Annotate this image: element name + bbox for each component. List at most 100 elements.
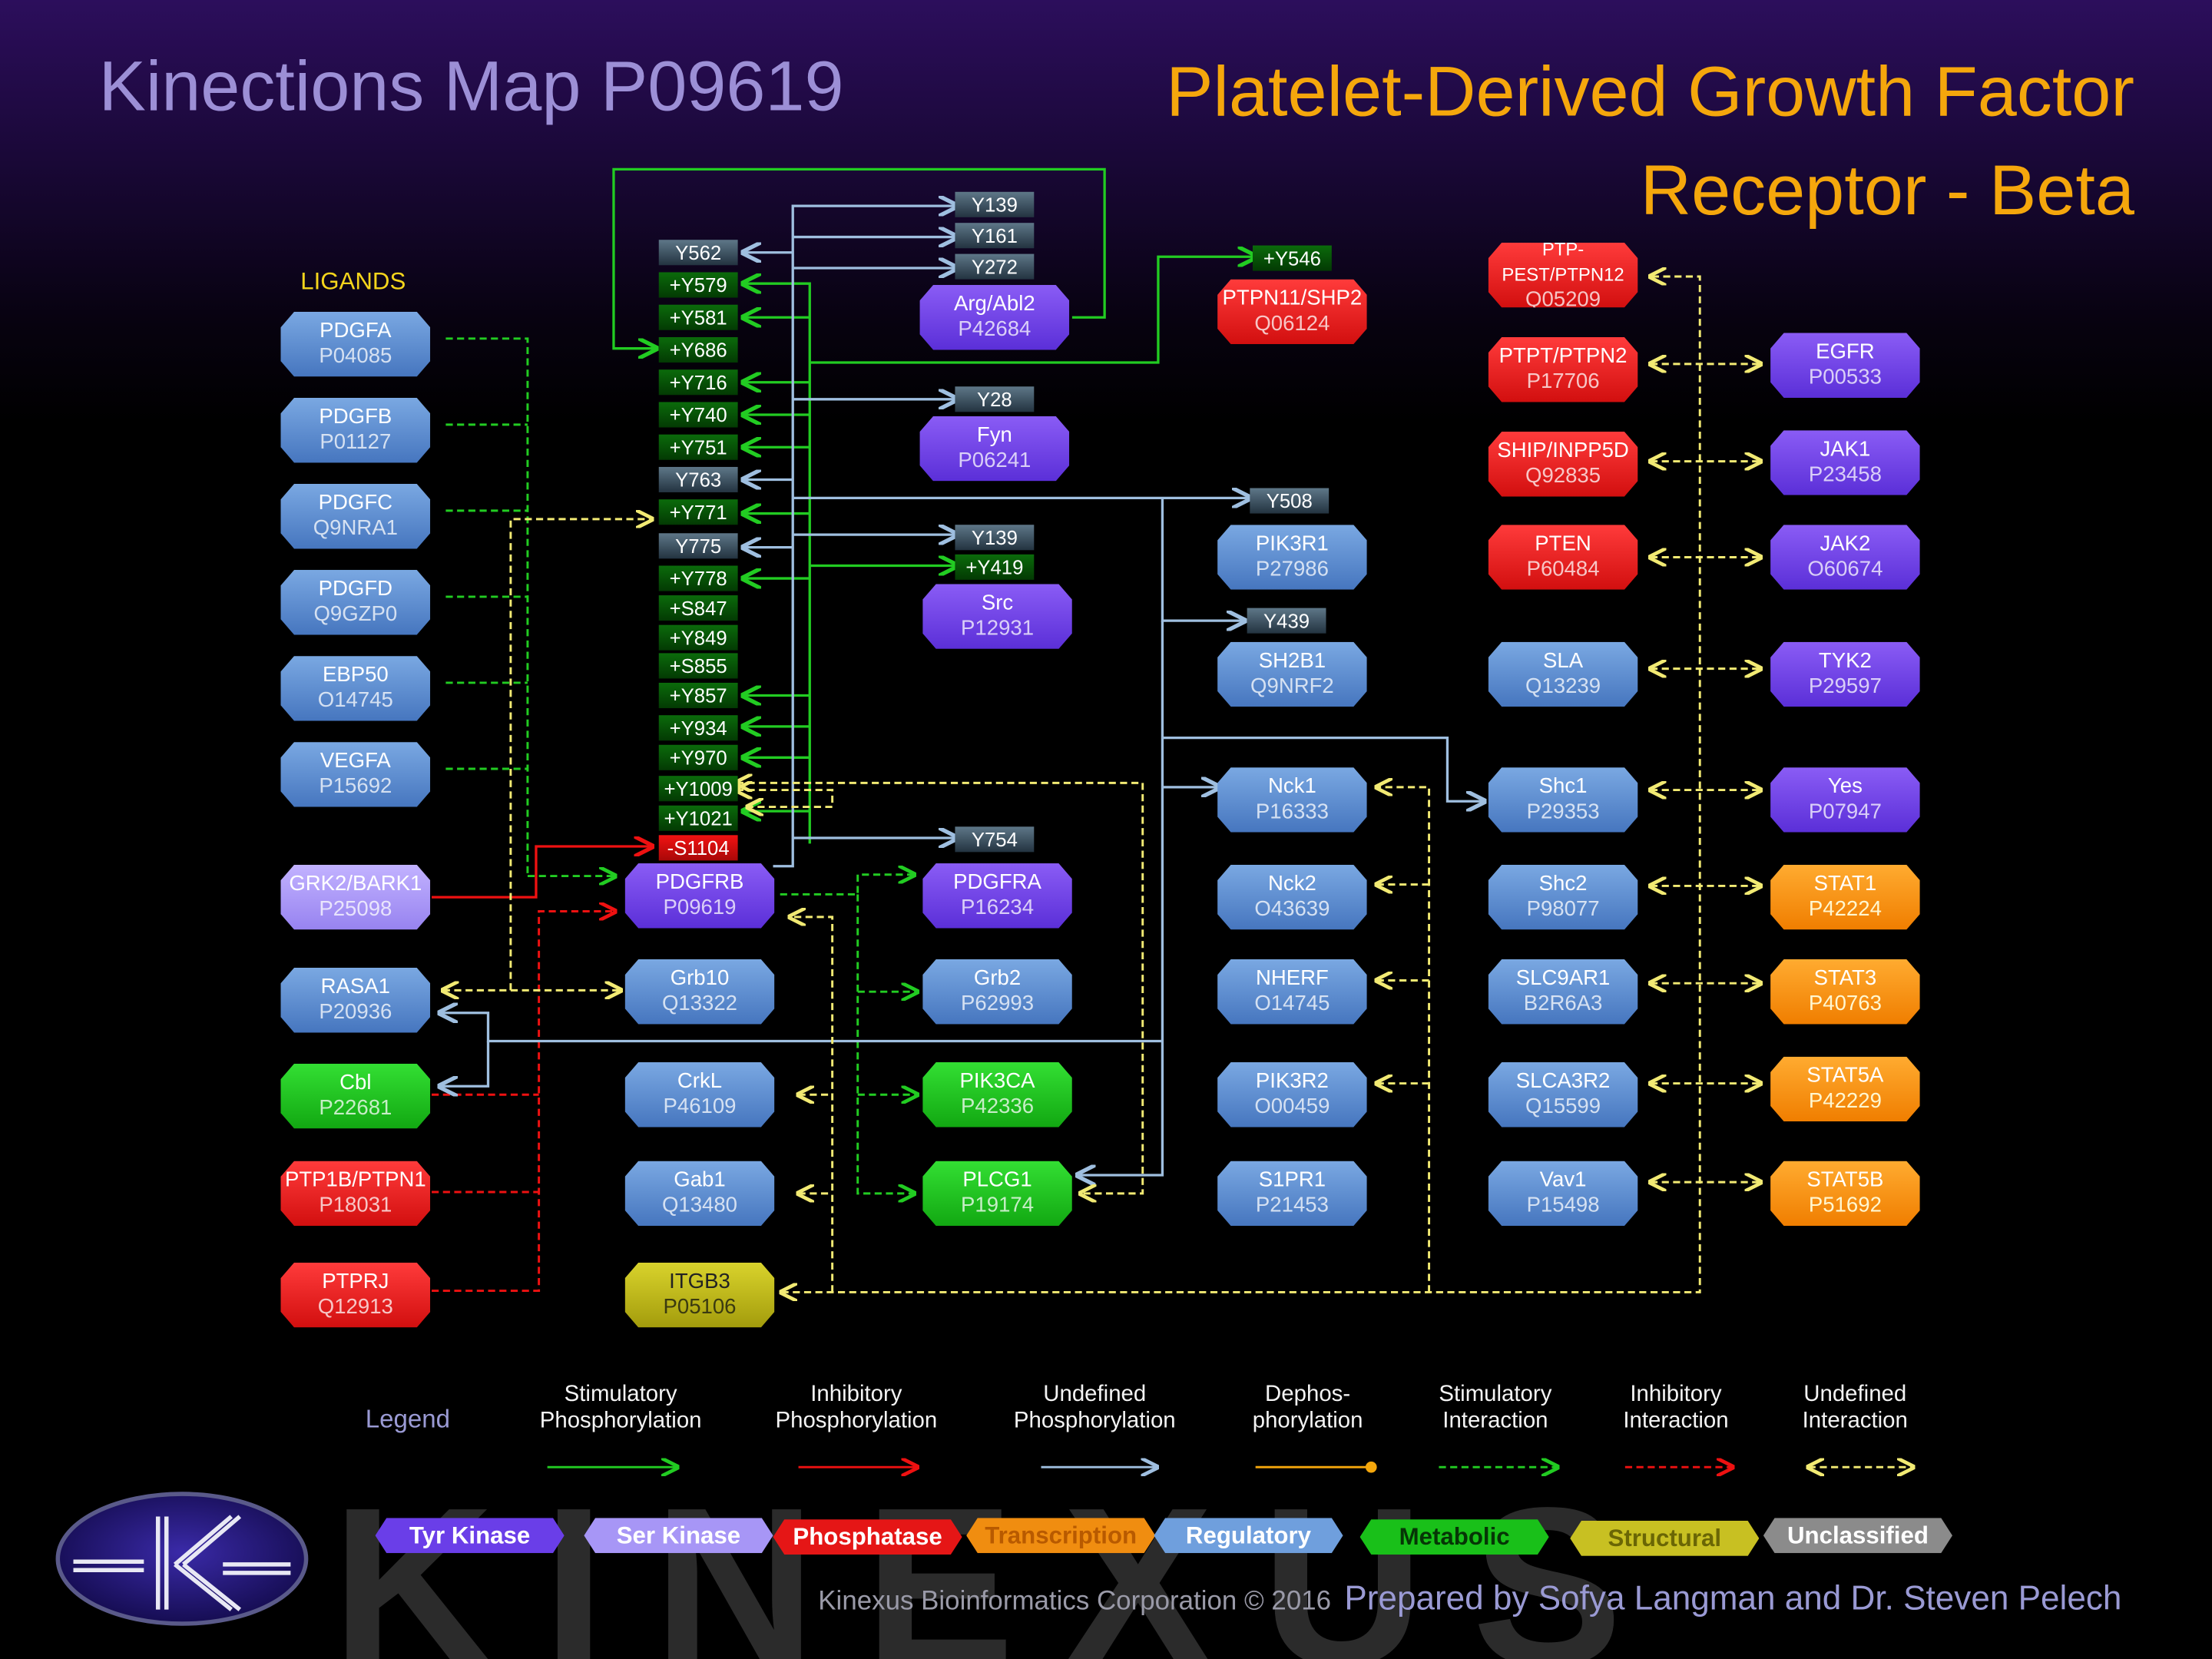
src-site: Y139 <box>955 525 1035 551</box>
legend-dephos: Dephos-phorylation <box>1252 1382 1363 1434</box>
pdgfrb-site: Y763 <box>658 466 738 493</box>
pdgfrb-site: +Y778 <box>658 565 738 591</box>
protein-title: Platelet-Derived Growth Factor Receptor … <box>1166 42 2134 240</box>
kinexus-watermark: KINEXUS <box>331 1459 1671 1659</box>
sh2b1-site: Y439 <box>1247 608 1326 634</box>
pik3r1-site: Y508 <box>1250 488 1330 514</box>
fyn-site: Y28 <box>955 386 1035 412</box>
legend-transcription-chip: Transcription <box>966 1518 1156 1554</box>
pdgfrb-site: +Y934 <box>658 715 738 741</box>
pdgfrb-site: -S1104 <box>658 835 738 861</box>
map-title: Kinections Map P09619 <box>98 46 844 126</box>
abl2-site: Y161 <box>955 223 1035 249</box>
prepared-by-text: Prepared by Sofya Langman and Dr. Steven… <box>1344 1580 2122 1618</box>
pdgfrb-site: +Y686 <box>658 336 738 363</box>
pdgfrb-site: +Y751 <box>658 434 738 460</box>
pdgfrb-site: +Y849 <box>658 624 738 651</box>
pdgfrb-site: +Y579 <box>658 272 738 298</box>
legend-tyr-kinase-chip: Tyr Kinase <box>375 1518 565 1554</box>
abl2-site: Y139 <box>955 191 1035 217</box>
pdgfrb-site: +Y970 <box>658 744 738 770</box>
legend-metabolic-chip: Metabolic <box>1359 1519 1549 1555</box>
ligands-label: LIGANDS <box>300 267 406 295</box>
pdgfrb-site: +Y1009 <box>658 776 738 802</box>
pdgfrb-site: Y562 <box>658 240 738 266</box>
legend-structural-chip: Structural <box>1570 1520 1760 1556</box>
pdgfrb-site: +Y581 <box>658 304 738 330</box>
legend-unclassified-chip: Unclassified <box>1763 1518 1952 1554</box>
pdgfrb-site: +S855 <box>658 653 738 679</box>
legend-regulatory-chip: Regulatory <box>1154 1518 1343 1554</box>
pdgfrb-site: +Y771 <box>658 499 738 525</box>
pdgfrb-site: +Y716 <box>658 369 738 396</box>
pdgfrb-site: Y775 <box>658 533 738 559</box>
pdgfrb-site: +Y857 <box>658 682 738 709</box>
abl2-site: Y272 <box>955 253 1035 280</box>
kinexus-logo <box>55 1492 309 1626</box>
legend-phosphatase-chip: Phosphatase <box>773 1519 962 1555</box>
protein-title-line2: Receptor - Beta <box>1640 151 2134 230</box>
pdgfrb-site: +Y740 <box>658 402 738 428</box>
pdgfra-site: Y754 <box>955 826 1035 853</box>
protein-title-line1: Platelet-Derived Growth Factor <box>1166 51 2134 131</box>
